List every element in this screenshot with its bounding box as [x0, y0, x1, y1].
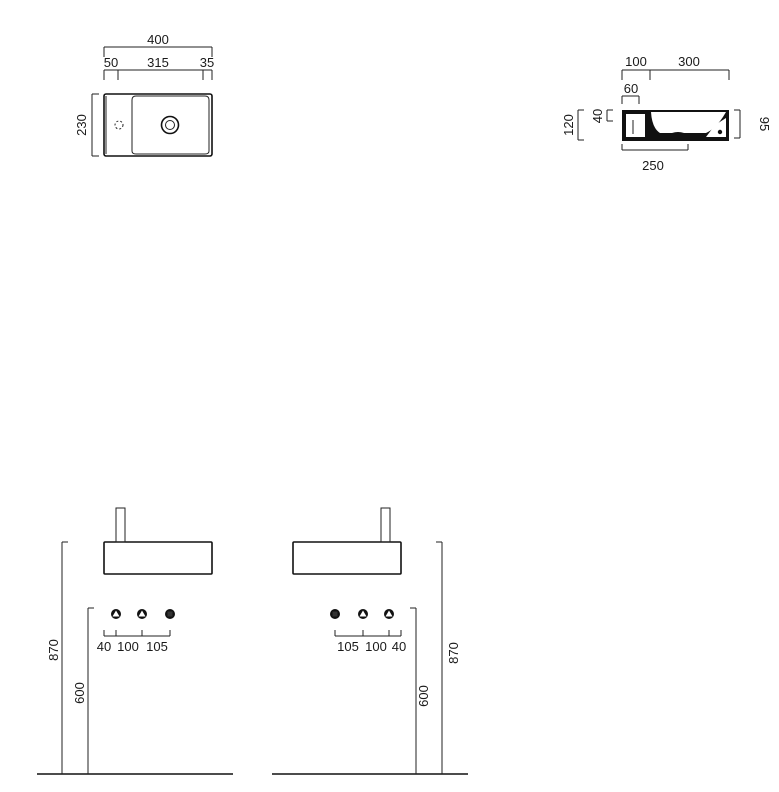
basin-bowl [131, 95, 210, 155]
dim-basin-span: 300 [678, 54, 700, 69]
dim-spacing-right-3: 40 [392, 639, 406, 654]
dim-rim-height: 40 [590, 109, 605, 123]
drain-symbol-right [330, 609, 340, 619]
connection-symbol-2 [137, 609, 147, 619]
drain-symbol-left [165, 609, 175, 619]
dim-overall-width: 400 [147, 32, 169, 47]
dim-basin-width: 315 [147, 55, 169, 70]
dim-left-offset: 50 [104, 55, 118, 70]
left-elevation: 870 600 40 100 105 [37, 507, 233, 775]
connection-symbol-3 [358, 609, 368, 619]
connection-symbol-4 [384, 609, 394, 619]
dim-spacing-left-1: 40 [97, 639, 111, 654]
top-view: 400 50 315 35 230 [74, 32, 214, 157]
tap-right [380, 507, 391, 543]
basin-front-right [292, 541, 402, 575]
dim-height-support-left: 600 [72, 682, 87, 704]
section-view: 100 300 60 120 40 95 250 [561, 54, 772, 173]
dim-bowl-height: 95 [757, 117, 772, 131]
tap-left [115, 507, 126, 543]
connection-symbol-1 [111, 609, 121, 619]
basin-outline [103, 93, 213, 157]
dim-total-height: 120 [561, 114, 576, 136]
dim-height-total-left: 870 [46, 639, 61, 661]
basin-front-left [103, 541, 213, 575]
dim-tap-hole: 60 [624, 81, 638, 96]
dim-spacing-right-2: 100 [365, 639, 387, 654]
dim-spacing-left-3: 105 [146, 639, 168, 654]
dim-base-width: 250 [642, 158, 664, 173]
dim-right-offset: 35 [200, 55, 214, 70]
dim-spacing-left-2: 100 [117, 639, 139, 654]
dim-depth: 230 [74, 114, 89, 136]
dim-spacing-right-1: 105 [337, 639, 359, 654]
dim-height-support-right: 600 [416, 685, 431, 707]
section-bowl [651, 112, 726, 133]
dim-height-total-right: 870 [446, 642, 461, 664]
right-elevation: 870 600 105 100 40 [272, 507, 468, 775]
drain-outer [160, 115, 180, 135]
tap-hole-marker [114, 120, 124, 130]
dim-tap-offset: 100 [625, 54, 647, 69]
drain-inner [165, 120, 175, 130]
